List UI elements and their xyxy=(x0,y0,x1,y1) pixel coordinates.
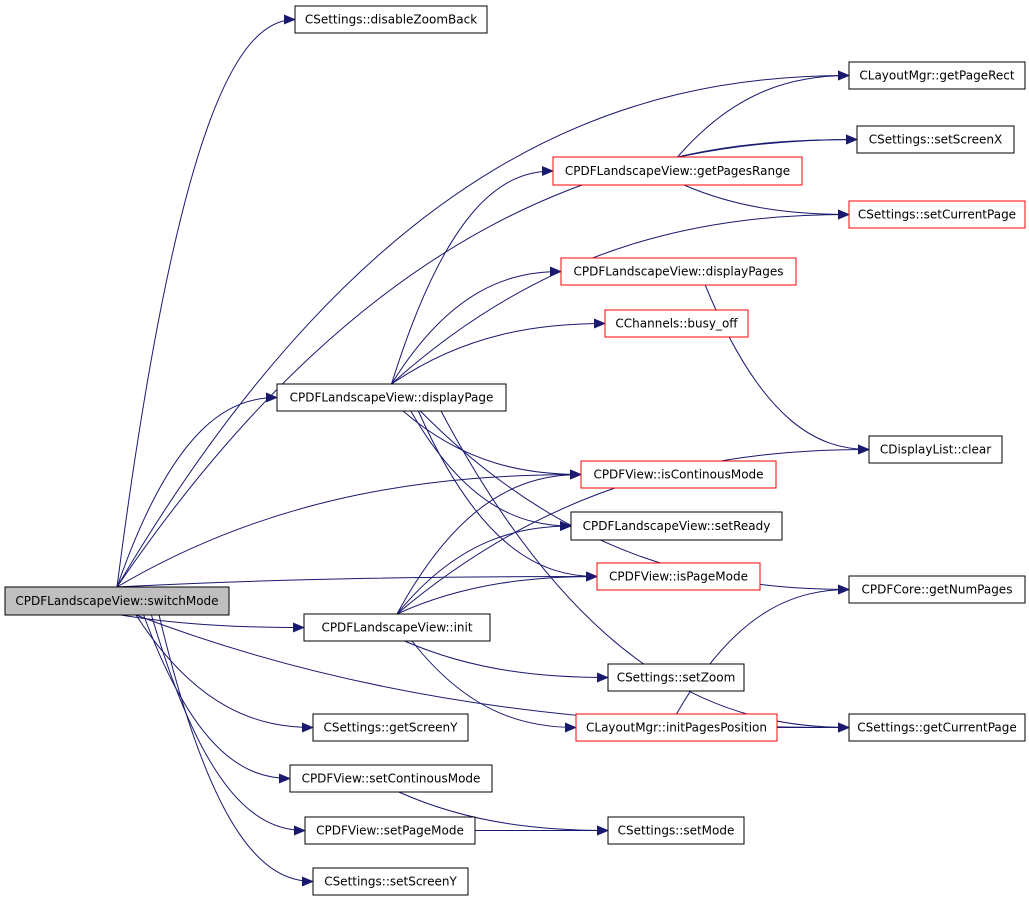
edge-switchmode-to-setscreeny xyxy=(158,614,314,887)
node-disablezoomback[interactable]: CSettings::disableZoomBack xyxy=(294,5,488,34)
node-setscreenx[interactable]: CSettings::setScreenX xyxy=(856,125,1015,154)
node-label: CPDFLandscapeView::displayPages xyxy=(573,265,783,279)
node-setcurrentpage[interactable]: CSettings::setCurrentPage xyxy=(848,200,1026,229)
nodes-layer: CPDFLandscapeView::switchMode CSettings:… xyxy=(4,5,1026,896)
node-label: CSettings::disableZoomBack xyxy=(305,13,477,27)
edge-getpagesrange-to-setcurrentpage xyxy=(683,184,850,220)
node-setcontinousmode[interactable]: CPDFView::setContinousMode xyxy=(289,764,493,793)
node-label: CPDFLandscapeView::setReady xyxy=(583,519,771,533)
node-label: CSettings::setScreenX xyxy=(869,133,1003,147)
edge-displaypage-to-getpagesrange xyxy=(391,166,554,385)
node-switchmode[interactable]: CPDFLandscapeView::switchMode xyxy=(4,586,230,616)
node-ispagemode[interactable]: CPDFView::isPageMode xyxy=(596,562,761,591)
node-iscontinousmode[interactable]: CPDFView::isContinousMode xyxy=(580,460,777,489)
edge-displaypage-to-setready xyxy=(410,410,572,531)
node-label: CLayoutMgr::initPagesPosition xyxy=(586,721,767,735)
edge-init-to-setzoom xyxy=(404,640,609,683)
node-label: CPDFLandscapeView::getPagesRange xyxy=(565,164,790,178)
edge-switchmode-to-displaypage xyxy=(116,392,278,588)
node-getpagerect[interactable]: CLayoutMgr::getPageRect xyxy=(848,61,1026,90)
node-label: CSettings::setMode xyxy=(618,824,735,838)
edge-initpagesposition-to-getnumpages xyxy=(676,584,850,715)
node-label: CChannels::busy_off xyxy=(615,317,738,331)
node-label: CSettings::setZoom xyxy=(617,671,736,685)
node-label: CPDFLandscapeView::switchMode xyxy=(15,594,218,608)
node-label: CPDFView::isPageMode xyxy=(609,570,748,584)
node-label: CSettings::setScreenY xyxy=(324,875,457,889)
node-label: CSettings::getScreenY xyxy=(324,721,459,735)
node-setmode[interactable]: CSettings::setMode xyxy=(607,816,745,845)
node-getpagesrange[interactable]: CPDFLandscapeView::getPagesRange xyxy=(552,156,803,186)
node-label: CSettings::setCurrentPage xyxy=(858,208,1016,222)
edge-displaypage-to-ispagemode xyxy=(417,410,598,582)
edge-switchmode-to-init xyxy=(120,614,305,633)
node-label: CPDFLandscapeView::init xyxy=(321,621,472,635)
node-label: CPDFView::setPageMode xyxy=(316,824,464,838)
node-initpagesposition[interactable]: CLayoutMgr::initPagesPosition xyxy=(575,713,778,742)
node-setzoom[interactable]: CSettings::setZoom xyxy=(607,663,745,692)
node-init[interactable]: CPDFLandscapeView::init xyxy=(303,613,491,642)
edge-switchmode-to-getscreeny xyxy=(135,614,314,733)
edge-switchmode-to-setscreenx xyxy=(116,134,858,588)
edge-getpagesrange-to-getpagerect xyxy=(677,70,850,158)
edge-switchmode-to-setcontinousmode xyxy=(143,614,291,784)
edge-switchmode-to-iscontinousmode xyxy=(116,469,582,588)
edge-switchmode-to-getpagerect xyxy=(116,70,850,588)
node-getnumpages[interactable]: CPDFCore::getNumPages xyxy=(848,575,1026,604)
node-busy-off[interactable]: CChannels::busy_off xyxy=(604,309,749,338)
edge-init-to-initpagesposition xyxy=(411,640,577,733)
edge-init-to-iscontinousmode xyxy=(396,469,582,615)
node-label: CPDFView::isContinousMode xyxy=(593,468,763,482)
edge-init-to-ispagemode xyxy=(396,571,598,615)
edges-layer xyxy=(116,14,870,887)
node-setscreeny[interactable]: CSettings::setScreenY xyxy=(312,867,469,896)
edge-displaypage-to-getnumpages xyxy=(419,410,850,595)
node-setready[interactable]: CPDFLandscapeView::setReady xyxy=(570,511,783,541)
node-getcurrentpage[interactable]: CSettings::getCurrentPage xyxy=(848,713,1026,742)
node-getscreeny[interactable]: CSettings::getScreenY xyxy=(312,713,469,742)
node-displaypages[interactable]: CPDFLandscapeView::displayPages xyxy=(560,257,797,286)
edge-switchmode-to-disablezoomback xyxy=(116,14,296,588)
edge-displaypage-to-busy_off xyxy=(391,318,606,385)
node-label: CPDFView::setContinousMode xyxy=(302,772,481,786)
node-setpagemode[interactable]: CPDFView::setPageMode xyxy=(304,816,476,845)
node-label: CLayoutMgr::getPageRect xyxy=(859,69,1014,83)
node-label: CPDFCore::getNumPages xyxy=(862,583,1013,597)
edge-switchmode-to-ispagemode xyxy=(116,571,598,588)
edge-displaypage-to-setcurrentpage xyxy=(391,209,850,385)
node-label: CPDFLandscapeView::displayPage xyxy=(290,391,494,405)
node-label: CDisplayList::clear xyxy=(880,443,991,457)
edge-displaypage-to-iscontinousmode xyxy=(402,410,582,480)
edge-init-to-setready xyxy=(396,521,572,615)
node-label: CSettings::getCurrentPage xyxy=(857,721,1017,735)
edge-getpagesrange-to-setscreenx xyxy=(677,134,858,158)
node-displaylist-clear[interactable]: CDisplayList::clear xyxy=(868,435,1003,464)
edge-switchmode-to-setpagemode xyxy=(150,614,306,836)
node-displaypage[interactable]: CPDFLandscapeView::displayPage xyxy=(276,383,507,412)
edge-displaypage-to-displaypages xyxy=(391,266,562,385)
